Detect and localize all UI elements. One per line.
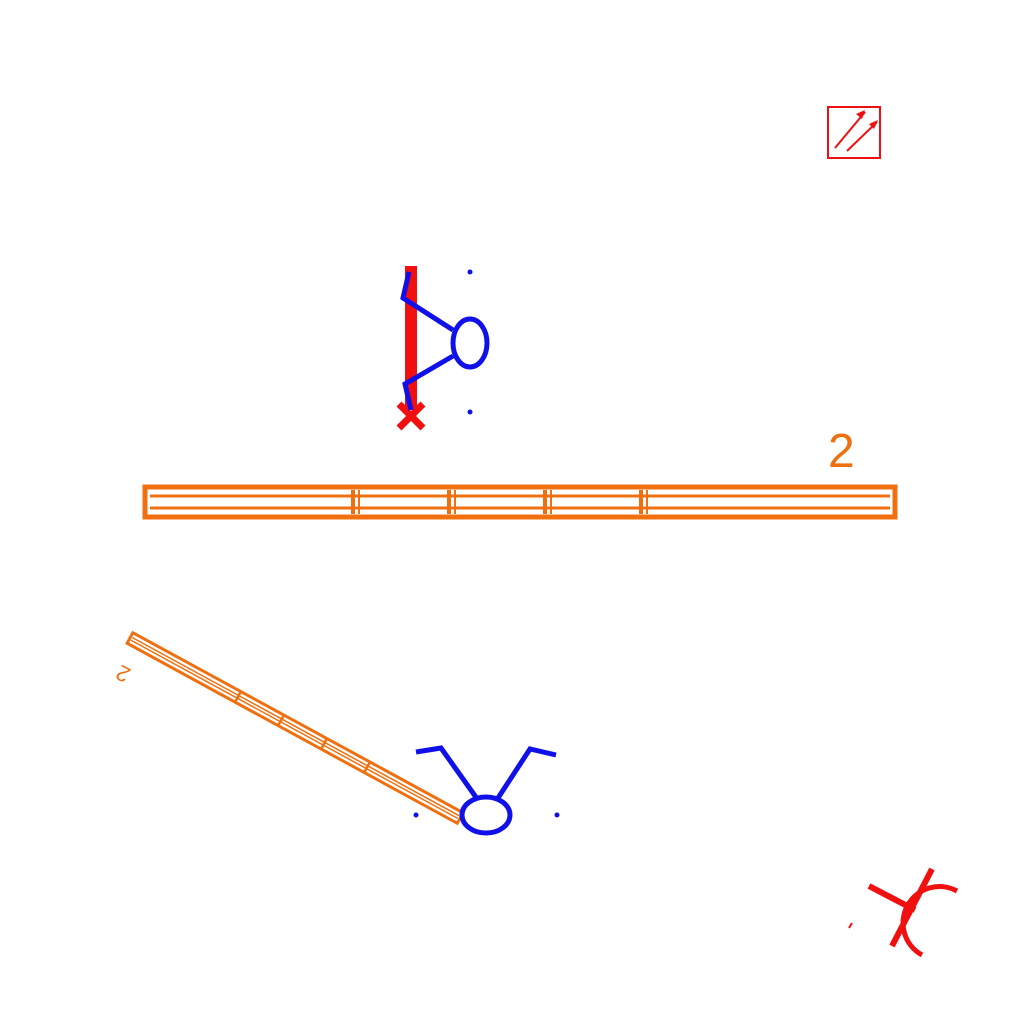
upper-figure bbox=[396, 266, 490, 431]
double-arrow-box-icon bbox=[827, 106, 881, 159]
main-horizontal-bar bbox=[142, 484, 898, 520]
dot bbox=[467, 269, 473, 275]
blue-seat-figure-lower bbox=[415, 745, 557, 836]
x-mark-icon bbox=[396, 401, 426, 431]
dot bbox=[554, 812, 560, 818]
main-bar-number: 2 bbox=[828, 425, 855, 478]
dot bbox=[467, 409, 473, 415]
diagonal-bar bbox=[125, 630, 466, 826]
lower-figure bbox=[413, 745, 560, 836]
diagonal-bar-number: 2 bbox=[112, 660, 135, 688]
crossed-arc-symbol-icon bbox=[848, 867, 959, 958]
blue-seat-figure bbox=[400, 271, 490, 411]
dot bbox=[413, 812, 419, 818]
